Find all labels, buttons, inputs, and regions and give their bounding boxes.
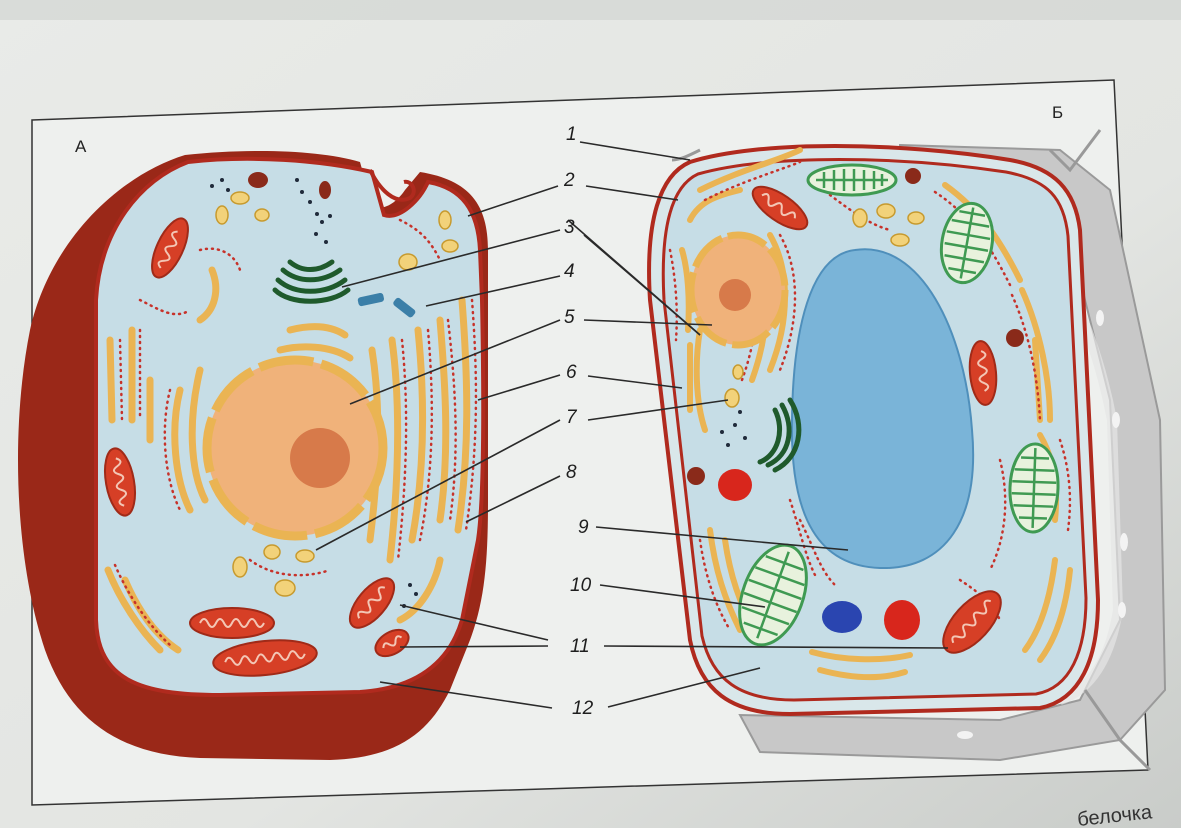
animal-er-ribosomes	[113, 218, 478, 647]
animal-mitochondria	[104, 217, 410, 677]
animal-peroxisome	[248, 172, 268, 188]
plant-peroxisome	[1006, 329, 1024, 347]
plant-free-ribosomes	[720, 410, 747, 447]
label-12: 12	[572, 698, 594, 719]
label-6: 6	[566, 362, 577, 383]
plant-nucleolus	[719, 279, 751, 311]
animal-nucleus	[202, 355, 388, 541]
label-3: 3	[564, 217, 575, 238]
animal-vesicles	[215, 191, 459, 597]
label-2: 2	[563, 170, 575, 191]
label-5: 5	[564, 307, 575, 328]
plant-nucleus	[687, 231, 789, 349]
label-8: 8	[566, 462, 577, 483]
plant-red-body	[884, 600, 920, 640]
animal-peroxisome	[319, 181, 331, 199]
plant-golgi-apparatus	[757, 397, 802, 473]
plant-red-body	[718, 469, 752, 501]
animal-golgi-apparatus	[272, 259, 351, 304]
panel-letter-animal: А	[75, 137, 87, 156]
plant-blue-body	[822, 601, 862, 633]
plant-mitochondria	[751, 185, 1002, 654]
animal-endoplasmic-reticulum	[104, 266, 471, 654]
label-11: 11	[570, 636, 590, 657]
animal-centriole	[357, 292, 384, 307]
plant-peroxisome	[905, 168, 921, 184]
plant-vesicles	[724, 203, 925, 408]
plant-central-vacuole	[790, 248, 975, 570]
animal-cell	[18, 150, 488, 761]
animal-nucleolus	[290, 428, 350, 488]
plant-chloroplasts	[738, 163, 1060, 647]
label-10: 10	[570, 575, 592, 596]
label-1: 1	[566, 124, 577, 145]
panel-letter-plant: Б	[1052, 103, 1063, 122]
label-4: 4	[564, 261, 575, 282]
leader-lines	[315, 141, 949, 709]
label-9: 9	[578, 517, 589, 538]
plant-peroxisome	[687, 467, 705, 485]
plant-cell	[647, 129, 1167, 772]
animal-centriole	[393, 297, 416, 318]
label-7: 7	[566, 407, 578, 428]
animal-free-ribosomes	[210, 178, 418, 608]
